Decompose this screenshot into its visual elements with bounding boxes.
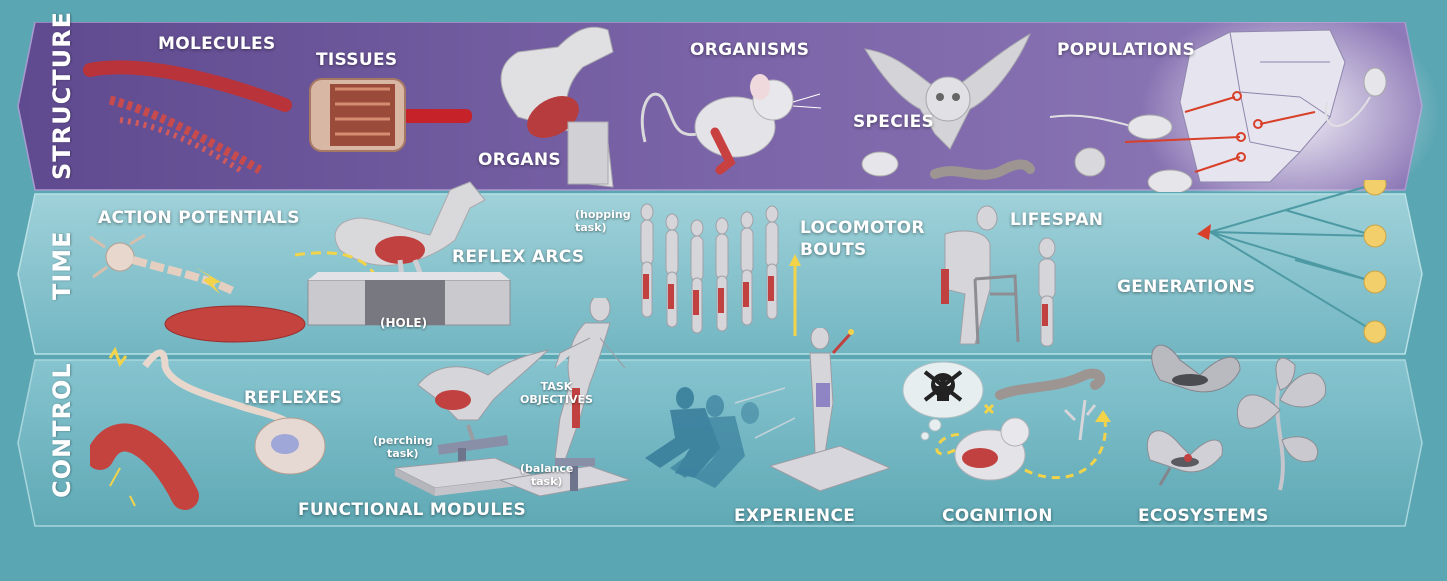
task-objectives-label: TASKOBJECTIVES [520,380,593,406]
organisms-label: ORGANISMS [690,40,809,60]
reflex-figure [90,346,330,511]
up-arrow-icon [788,254,802,338]
species-label: SPECIES [853,112,934,132]
molecules-label: MOLECULES [158,34,275,54]
tissues-label: TISSUES [316,50,397,70]
generations-label: GENERATIONS [1117,277,1255,297]
ecosystems-figure [1130,320,1340,510]
molecule-figure [80,50,295,180]
cognition-label: COGNITION [942,506,1053,526]
tissue-figure [305,74,475,159]
reflexes-label: REFLEXES [244,388,342,408]
experience-label: EXPERIENCE [734,506,855,526]
time-title: TIME [48,230,76,300]
hole-label: (HOLE) [380,317,427,330]
triangle-root-icon [1197,224,1211,240]
populations-label: POPULATIONS [1057,40,1195,60]
ecosystems-label: ECOSYSTEMS [1138,506,1269,526]
structure-title: STRUCTURE [48,11,76,180]
lifespan-label: LIFESPAN [1010,210,1103,230]
perching-task-label: (perchingtask) [373,434,433,460]
organism-mouse-figure [635,62,825,182]
experience-platform [770,446,890,496]
control-band: CONTROL REFLEXES (perchingtask) [0,358,1447,533]
population-figure [1045,62,1405,192]
action-potentials-label: ACTION POTENTIALS [98,208,300,228]
hopping-figures [635,202,795,347]
structure-band: STRUCTURE MOLECULES TISSUES ORGANS [0,22,1447,192]
species-figure [840,24,1040,189]
functional-modules-label: FUNCTIONAL MODULES [298,500,526,520]
locomotor-label: LOCOMOTOR [800,218,925,238]
hopping-task-label: (hoppingtask) [575,208,631,234]
bouts-label: BOUTS [800,240,867,260]
organs-label: ORGANS [478,150,561,170]
balance-task-label: (balancetask) [520,462,573,488]
neuron-figure [85,232,310,347]
control-title: CONTROL [48,362,76,498]
cognition-figure [895,350,1125,505]
reflex-arcs-label: REFLEX ARCS [452,247,584,267]
